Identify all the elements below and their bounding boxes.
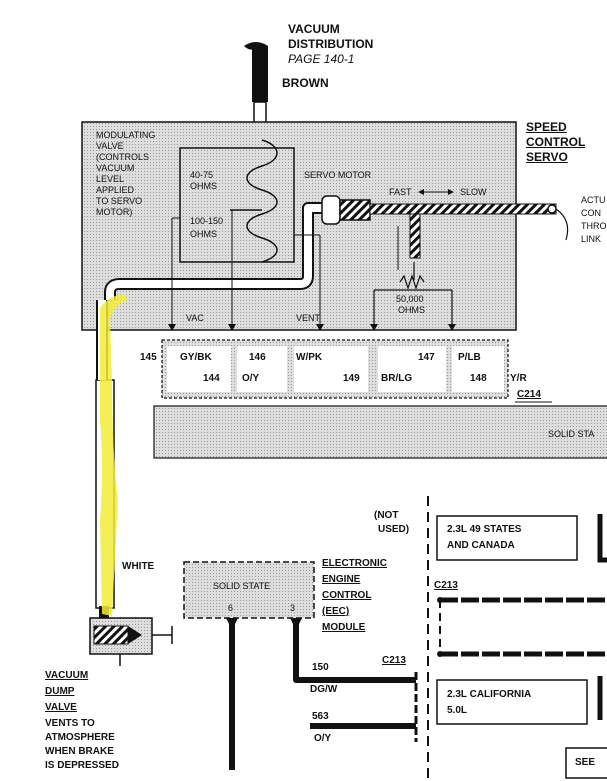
circuit-145: 145 [140,352,157,363]
eec-title-4: (EEC) [322,606,350,617]
wire-o-y-lower: O/Y [314,733,332,744]
config-box-1-line-1: 2.3L 49 STATES [447,524,522,535]
modulating-line-6: APPLIED [96,185,135,195]
eec-solid-state-label: SOLID STATE [213,581,271,591]
see-label: SEE [575,757,596,768]
resistor-3-unit: OHMS [398,305,425,315]
eec-wires [229,622,416,770]
vent-pin-label: VENT [296,313,321,323]
dump-valve-title-2: DUMP [45,686,75,697]
eec-title-5: MODULE [322,622,366,633]
actuator-text-4: LINK [581,234,602,244]
wire-gy-bk: GY/BK [180,352,212,363]
vac-pin-label: VAC [186,313,204,323]
modulating-line-5: LEVEL [96,174,125,184]
potentiometer [373,262,453,324]
circuit-147: 147 [418,352,435,363]
circuit-150: 150 [312,662,329,673]
config-box-2-line-1: 2.3L CALIFORNIA [447,689,532,700]
actuator-text-1: ACTU [581,195,606,205]
circuit-148: 148 [470,373,487,384]
dump-valve-title-3: VALVE [45,702,77,713]
white-label: WHITE [122,561,155,572]
wire-p-lb: P/LB [458,352,481,363]
modulating-valve-box [179,147,295,263]
wire-dg-w: DG/W [310,684,338,695]
actuator-text-2: CON [581,208,601,218]
solenoid-coils [230,139,278,263]
wire-y-r: Y/R [510,373,527,384]
servo-housing [81,121,517,331]
wire-o-y: O/Y [242,373,260,384]
eec-pin-6: 6 [228,603,234,613]
vacuum-label: VACUUM [288,22,340,36]
wire-br-lg: BR/LG [381,373,413,384]
eec-title-3: CONTROL [322,590,372,601]
config-box-2-line-2: 5.0L [447,705,468,716]
resistor-3-value: 50,000 [396,294,424,304]
actuator-text-3: THRO [581,221,607,231]
eec-title-1: ELECTRONIC [322,558,387,569]
modulating-line-7: TO SERVO [96,196,143,206]
circuit-149: 149 [343,373,360,384]
modulating-line-4: VACUUM [96,163,135,173]
solid-state-strip [153,405,607,459]
resistor-2-unit: OHMS [190,229,217,239]
speed-control-servo-title-3: SERVO [526,150,568,164]
see-box [565,747,607,779]
slow-label: SLOW [460,187,487,197]
circuit-563: 563 [312,711,329,722]
eec-title-2: ENGINE [322,574,361,585]
solid-state-right-label: SOLID STA [548,429,595,439]
dump-valve-note-3: WHEN BRAKE [45,746,114,757]
connector-c213-lower: C213 [382,655,406,666]
vacuum-dump-valve [89,617,173,666]
connector-c214 [161,339,552,403]
modulating-line-8: MOTOR) [96,207,133,217]
modulating-line-1: MODULATING [96,130,156,140]
resistor-1-unit: OHMS [190,181,217,191]
yellow-highlight [100,294,128,616]
connector-c213-upper: C213 [434,580,458,591]
right-harness [427,496,607,781]
eec-pin-arrows [226,618,302,630]
vacuum-tubes [104,202,322,300]
eec-module [183,561,315,619]
circuit-146: 146 [249,352,266,363]
wire-w-pk: W/PK [296,352,323,363]
pin-arrows [168,324,456,331]
dump-valve-note-4: IS DEPRESSED [45,760,119,771]
connector-c214-label: C214 [517,389,541,400]
fast-label: FAST [389,187,412,197]
dump-valve-note-2: ATMOSPHERE [45,732,115,743]
resistor-1-value: 40-75 [190,170,214,180]
modulating-line-2: VALVE [96,141,124,151]
config-box-1-line-2: AND CANADA [447,540,515,551]
config-box-1 [436,515,578,561]
servo-motor-label: SERVO MOTOR [304,170,372,180]
resistor-2-value: 100-150 [190,216,224,226]
dump-valve-note-1: VENTS TO [45,718,95,729]
brown-label: BROWN [282,76,329,90]
modulating-line-3: (CONTROLS [96,152,150,162]
not-used-1: (NOT [374,510,399,521]
dump-valve-title-1: VACUUM [45,670,89,681]
config-box-2 [436,679,588,725]
eec-pin-3: 3 [290,603,296,613]
circuit-144: 144 [203,373,220,384]
speed-control-servo-title-2: CONTROL [526,135,586,149]
speed-control-servo-title-1: SPEED [526,120,567,134]
internal-leads [171,210,399,324]
page-ref-label: PAGE 140-1 [288,52,355,66]
servo-motor [321,189,569,259]
distribution-label: DISTRIBUTION [288,37,374,51]
not-used-2: USED) [378,524,410,535]
